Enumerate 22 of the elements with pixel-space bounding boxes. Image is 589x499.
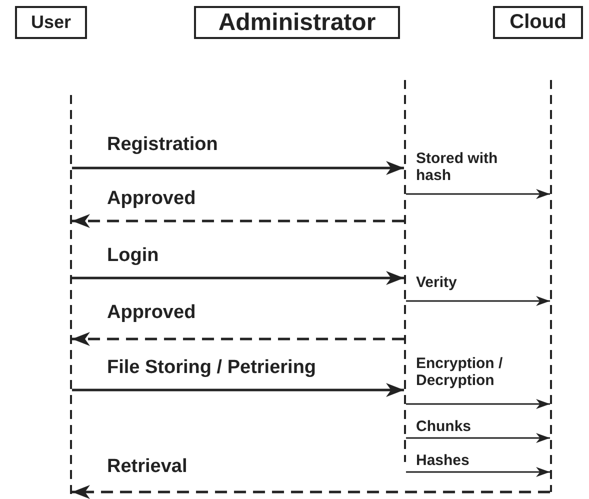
arrow [406,296,550,306]
edge-label: Verity [416,274,457,292]
edge-label: Approved [107,302,196,324]
participant-box: Administrator [194,6,400,39]
edge-label: Login [107,245,159,267]
participant-box: User [15,6,87,39]
lifeline [550,80,552,492]
arrow [72,161,404,175]
dashed-arrow [72,332,404,346]
edge-label: Approved [107,188,196,210]
edge-label: Registration [107,134,218,156]
participant-box: Cloud [493,6,583,39]
arrow [406,467,550,477]
arrow [72,383,404,397]
dashed-arrow [72,214,404,228]
lifeline [404,80,406,462]
edge-label: File Storing / Petriering [107,357,316,379]
arrow [406,399,550,409]
arrow [406,433,550,443]
arrow [406,189,550,199]
arrow [72,271,404,285]
dashed-arrow [72,485,550,499]
